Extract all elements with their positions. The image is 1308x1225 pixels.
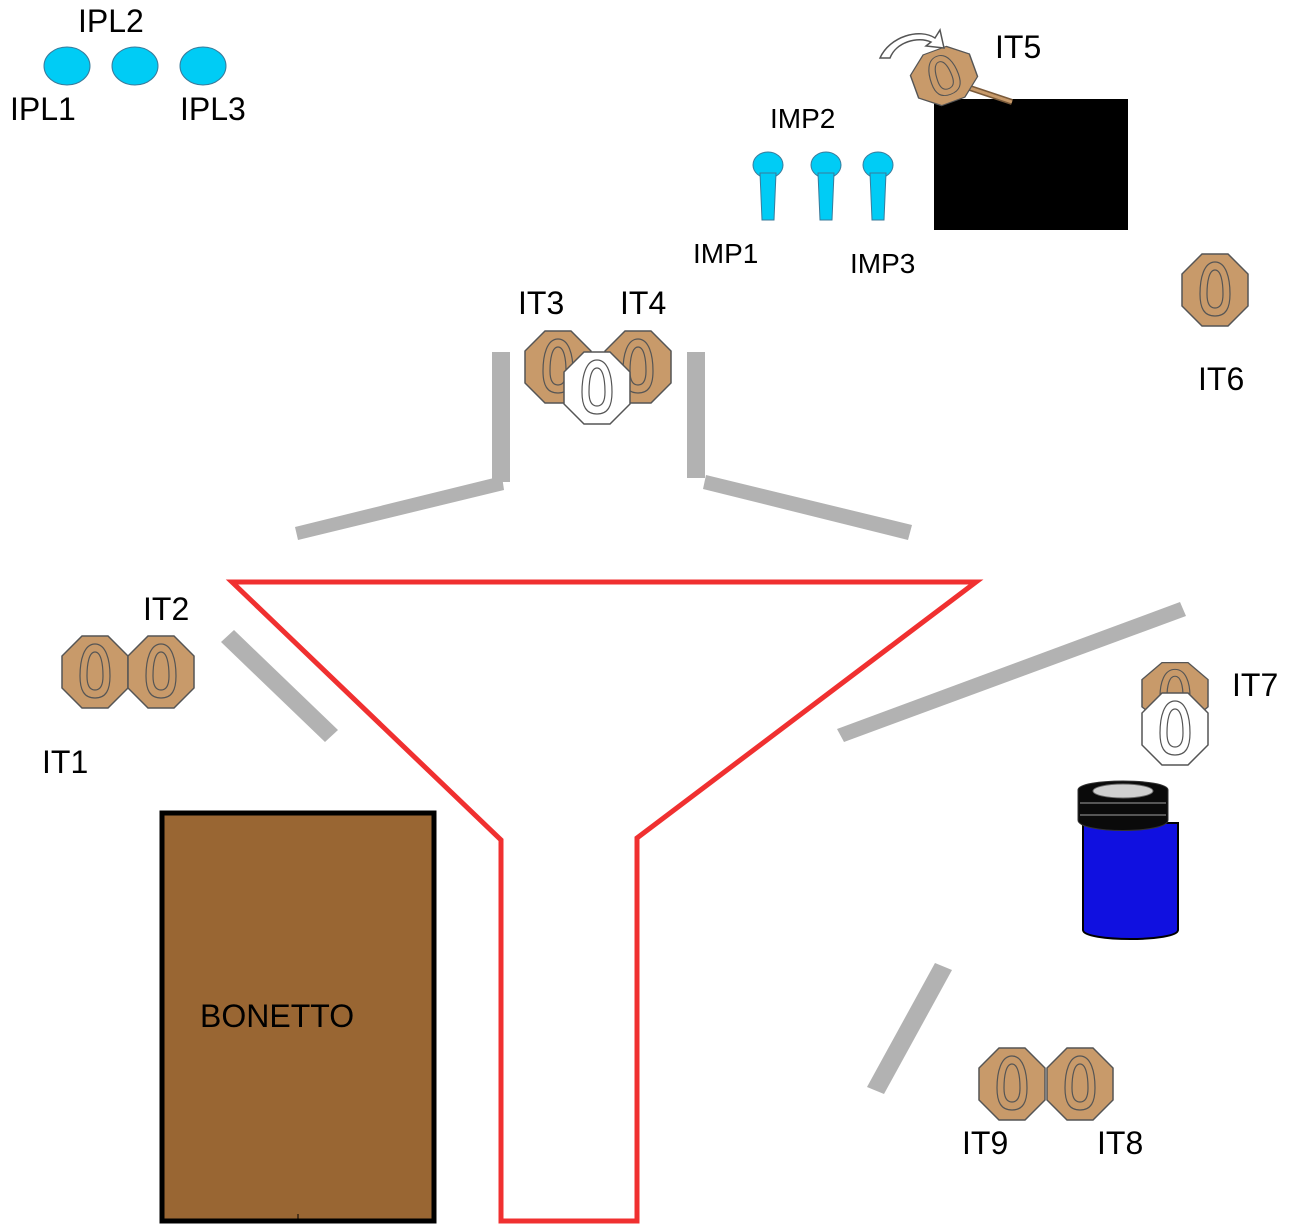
wall-upper-right-post xyxy=(687,352,705,478)
swinger-it5: IT5 xyxy=(878,28,1041,113)
no-shoot-target-icon xyxy=(1141,692,1209,766)
target-group-it7: IT7 xyxy=(1141,661,1278,766)
wall-right-diagonal xyxy=(837,602,1186,742)
target-it1-icon xyxy=(61,635,129,709)
target-group-it3-it4: IT3 IT4 xyxy=(518,285,672,425)
label-it6: IT6 xyxy=(1198,361,1244,397)
label-ipl2: IPL2 xyxy=(78,3,144,39)
popper-plate-ipl1-icon xyxy=(43,46,91,86)
label-imp1: IMP1 xyxy=(693,238,758,269)
no-shoot-target-icon xyxy=(563,351,631,425)
bonetto-box: BONETTO xyxy=(159,810,437,1224)
target-it8-icon xyxy=(1046,1047,1114,1121)
rotation-arrow-icon xyxy=(878,28,945,59)
label-ipl3: IPL3 xyxy=(180,91,246,127)
mini-popper-imp2-icon xyxy=(810,151,842,221)
label-it1: IT1 xyxy=(42,744,88,780)
label-imp3: IMP3 xyxy=(850,248,915,279)
label-it2: IT2 xyxy=(143,591,189,627)
wall-bottom-right-diagonal xyxy=(867,963,952,1094)
target-it2-icon xyxy=(127,635,195,709)
label-it4: IT4 xyxy=(620,285,666,321)
target-group-it8-it9: IT9 IT8 xyxy=(962,1047,1143,1161)
wall-upper-left-diagonal xyxy=(295,476,504,540)
barrel-icon xyxy=(1077,780,1179,940)
wall-upper-right-diagonal xyxy=(703,475,912,540)
shooting-area-fault-line xyxy=(225,579,984,1224)
mini-popper-imp3-icon xyxy=(862,151,894,221)
label-imp2: IMP2 xyxy=(770,103,835,134)
popper-plate-ipl2-icon xyxy=(111,46,159,86)
mini-popper-imp1-icon xyxy=(752,151,784,221)
label-it3: IT3 xyxy=(518,285,564,321)
label-it8: IT8 xyxy=(1097,1125,1143,1161)
wall-upper-left-post xyxy=(492,352,510,482)
label-bonetto: BONETTO xyxy=(200,998,354,1034)
target-it9-icon xyxy=(978,1047,1046,1121)
label-it9: IT9 xyxy=(962,1125,1008,1161)
target-it6-icon xyxy=(1181,253,1249,327)
target-group-it1-it2: IT2 IT1 xyxy=(42,591,195,780)
popper-plate-ipl3-icon xyxy=(179,46,227,86)
plate-group-ipl: IPL2 IPL1 IPL3 xyxy=(10,3,246,127)
label-it5: IT5 xyxy=(995,29,1041,65)
barriers xyxy=(221,352,1186,1094)
black-obstacle xyxy=(934,99,1128,230)
mini-popper-group-imp: IMP2 IMP1 IMP3 xyxy=(693,103,915,279)
label-ipl1: IPL1 xyxy=(10,91,76,127)
label-it7: IT7 xyxy=(1232,667,1278,703)
wall-left-diagonal xyxy=(221,630,338,742)
